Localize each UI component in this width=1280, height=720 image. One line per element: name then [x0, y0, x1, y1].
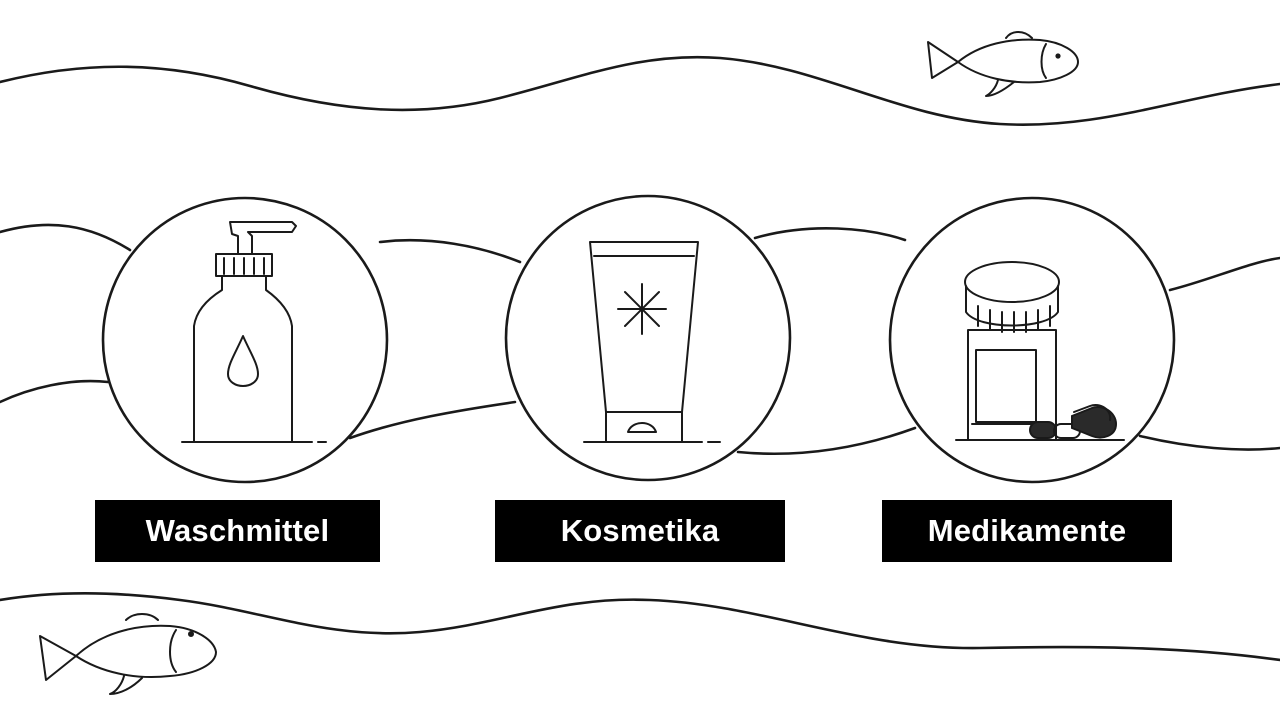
fish-icon — [927, 31, 1079, 97]
category-label-kosmetika: Kosmetika — [495, 500, 785, 562]
category-label-text: Medikamente — [927, 513, 1127, 548]
wave-lines — [0, 55, 1280, 662]
cream-tube-icon — [583, 241, 721, 443]
category-label-waschmittel: Waschmittel — [95, 500, 380, 562]
category-label-medikamente: Medikamente — [882, 500, 1172, 562]
category-label-text: Waschmittel — [145, 513, 330, 548]
wave-line-bottom — [0, 591, 1280, 662]
wave-line-top — [0, 55, 1280, 126]
category-circle-washing — [101, 196, 389, 484]
fish-icon — [39, 613, 217, 695]
soap-dispenser-icon — [181, 221, 327, 443]
wave-line-middle-2 — [0, 379, 1280, 456]
category-label-text: Kosmetika — [560, 513, 720, 548]
pill-bottle-icon — [955, 261, 1125, 441]
category-circle-cosmetics — [504, 194, 792, 482]
wave-line-middle-1 — [0, 223, 1280, 292]
category-circle-medicine — [888, 196, 1176, 484]
